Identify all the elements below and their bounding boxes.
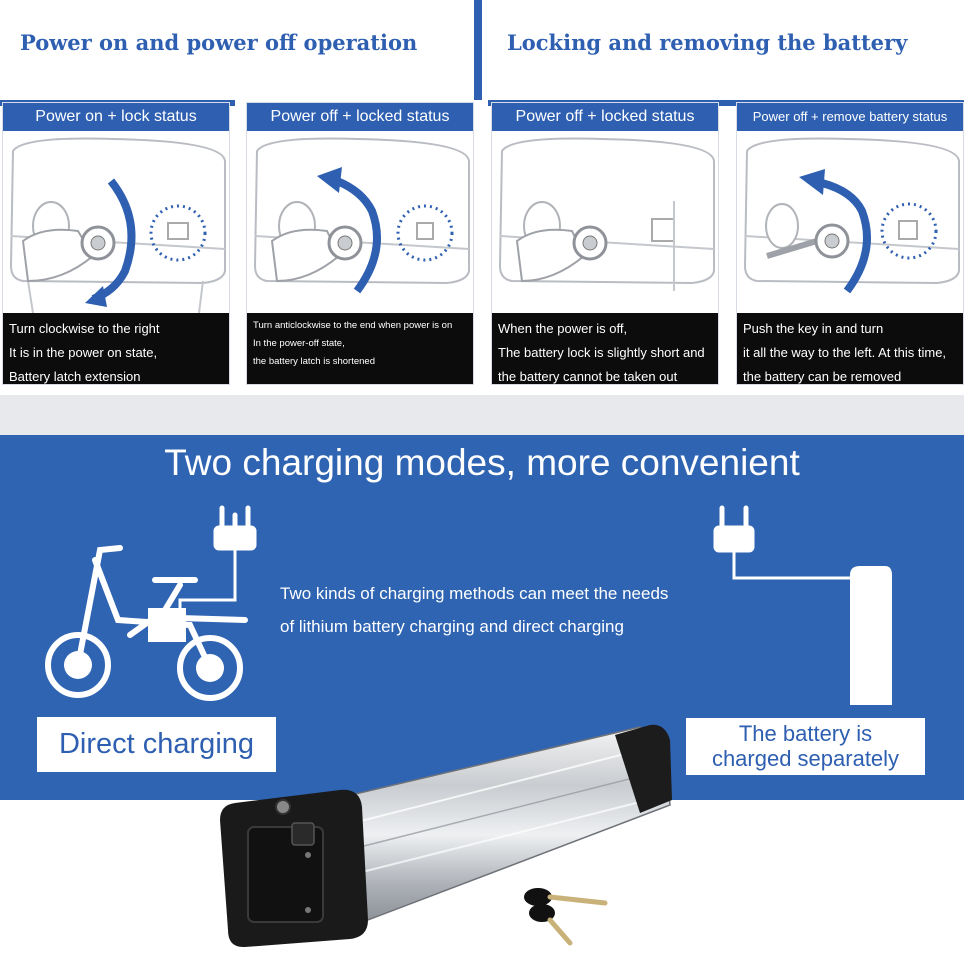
panel-header: Power off + locked status — [492, 103, 718, 131]
section-divider — [474, 0, 482, 100]
caption-line: Turn anticlockwise to the end when power… — [253, 320, 453, 331]
panel-caption: Turn clockwise to the right It is in the… — [3, 313, 229, 384]
panel-power-off-remove: Power off + remove battery status Push t… — [736, 102, 964, 385]
separate-charging-label: The battery is charged separately — [686, 718, 925, 775]
standalone-charger-illustration — [713, 505, 892, 705]
caption-line: When the power is off, — [498, 321, 628, 336]
ebike-charging-illustration — [45, 505, 257, 701]
panel-power-off-locked-2: Power off + locked status When the power… — [491, 102, 719, 385]
caption-line: The battery lock is slightly short and — [498, 345, 705, 360]
lock-clockwise-illustration — [9, 137, 226, 313]
caption-line: Push the key in and turn — [743, 321, 884, 336]
panel-caption: Turn anticlockwise to the end when power… — [247, 313, 473, 384]
panel-header: Power on + lock status — [3, 103, 229, 131]
battery-keys — [524, 888, 608, 946]
caption-line: It is in the power on state, — [9, 345, 158, 360]
locking-removing-title: Locking and removing the battery — [507, 30, 908, 55]
power-operation-title: Power on and power off operation — [20, 30, 418, 55]
caption-line: the battery can be removed — [743, 369, 902, 384]
panel-power-on-lock: Power on + lock status Turn clockwise to… — [2, 102, 230, 385]
panel-header: Power off + remove battery status — [737, 103, 963, 131]
direct-charging-label: Direct charging — [37, 717, 276, 772]
separate-charging-line: charged separately — [711, 746, 900, 771]
charging-description-line: of lithium battery charging and direct c… — [280, 617, 624, 636]
caption-line: In the power-off state, — [253, 338, 345, 349]
charging-description-line: Two kinds of charging methods can meet t… — [280, 584, 669, 603]
battery-locked-illustration — [498, 137, 715, 291]
caption-line: Turn clockwise to the right — [9, 321, 160, 336]
lock-anticlockwise-illustration — [253, 137, 470, 294]
panel-caption: Push the key in and turn it all the way … — [737, 313, 963, 384]
title-underline-right — [488, 100, 964, 106]
separate-charging-line: The battery is — [738, 721, 873, 746]
caption-line: the battery latch is shortened — [253, 356, 375, 367]
lock-instructions-section: Power on and power off operation Locking… — [0, 0, 964, 395]
section-separator — [0, 395, 964, 435]
panel-caption: When the power is off, The battery lock … — [492, 313, 718, 384]
panel-header: Power off + locked status — [247, 103, 473, 131]
charging-modes-title: Two charging modes, more convenient — [164, 442, 800, 483]
caption-line: the battery cannot be taken out — [498, 369, 678, 384]
caption-line: Battery latch extension — [9, 369, 141, 384]
battery-product-image — [220, 724, 672, 948]
panel-power-off-locked: Power off + locked status Turn anticlock… — [246, 102, 474, 385]
battery-remove-illustration — [743, 137, 960, 294]
caption-line: it all the way to the left. At this time… — [743, 345, 947, 360]
